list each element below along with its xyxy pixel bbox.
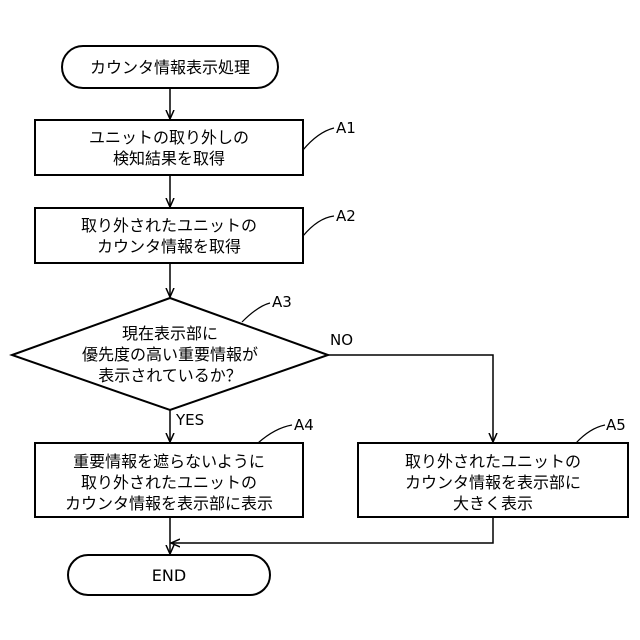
process-a2: 取り外されたユニットの カウンタ情報を取得 [35, 208, 303, 263]
a4-line-1: 重要情報を遮らないように [73, 452, 265, 471]
a1-line-2: 検知結果を取得 [113, 149, 225, 168]
a4-ref-leader [258, 425, 292, 443]
a5-ref-leader [576, 425, 605, 443]
edge-a3-no-to-a5 [328, 355, 493, 442]
a3-ref-label: A3 [272, 293, 292, 311]
start-terminal: カウンタ情報表示処理 [62, 46, 278, 88]
a3-line-2: 優先度の高い重要情報が [82, 345, 258, 364]
a1-ref-leader [303, 128, 334, 150]
end-terminal: END [68, 555, 270, 595]
a5-line-2: カウンタ情報を表示部に [405, 473, 581, 492]
a4-line-2: 取り外されたユニットの [81, 473, 257, 492]
a3-ref-leader [242, 303, 270, 322]
a5-line-3: 大きく表示 [453, 494, 533, 513]
a2-ref-label: A2 [336, 207, 356, 225]
decision-a3: 現在表示部に 優先度の高い重要情報が 表示されているか？ [12, 298, 328, 410]
a4-ref-label: A4 [294, 416, 314, 434]
edge-a5-to-merge [171, 517, 493, 543]
a2-line-1: 取り外されたユニットの [81, 216, 257, 235]
a4-line-3: カウンタ情報を表示部に表示 [65, 494, 273, 513]
branch-no-label: NO [330, 331, 353, 349]
a2-line-2: カウンタ情報を取得 [97, 237, 241, 256]
a1-ref-label: A1 [336, 119, 356, 137]
end-label: END [152, 566, 186, 585]
a5-ref-label: A5 [606, 416, 626, 434]
process-a5: 取り外されたユニットの カウンタ情報を表示部に 大きく表示 [358, 443, 628, 517]
start-label: カウンタ情報表示処理 [90, 58, 250, 77]
a3-line-3: 表示されているか？ [98, 366, 242, 385]
a2-ref-leader [303, 216, 334, 236]
process-a1: ユニットの取り外しの 検知結果を取得 [35, 120, 303, 175]
a1-line-1: ユニットの取り外しの [89, 128, 249, 147]
a3-line-1: 現在表示部に [122, 324, 218, 343]
a5-line-1: 取り外されたユニットの [405, 452, 581, 471]
process-a4: 重要情報を遮らないように 取り外されたユニットの カウンタ情報を表示部に表示 [35, 443, 303, 517]
branch-yes-label: YES [175, 411, 204, 429]
